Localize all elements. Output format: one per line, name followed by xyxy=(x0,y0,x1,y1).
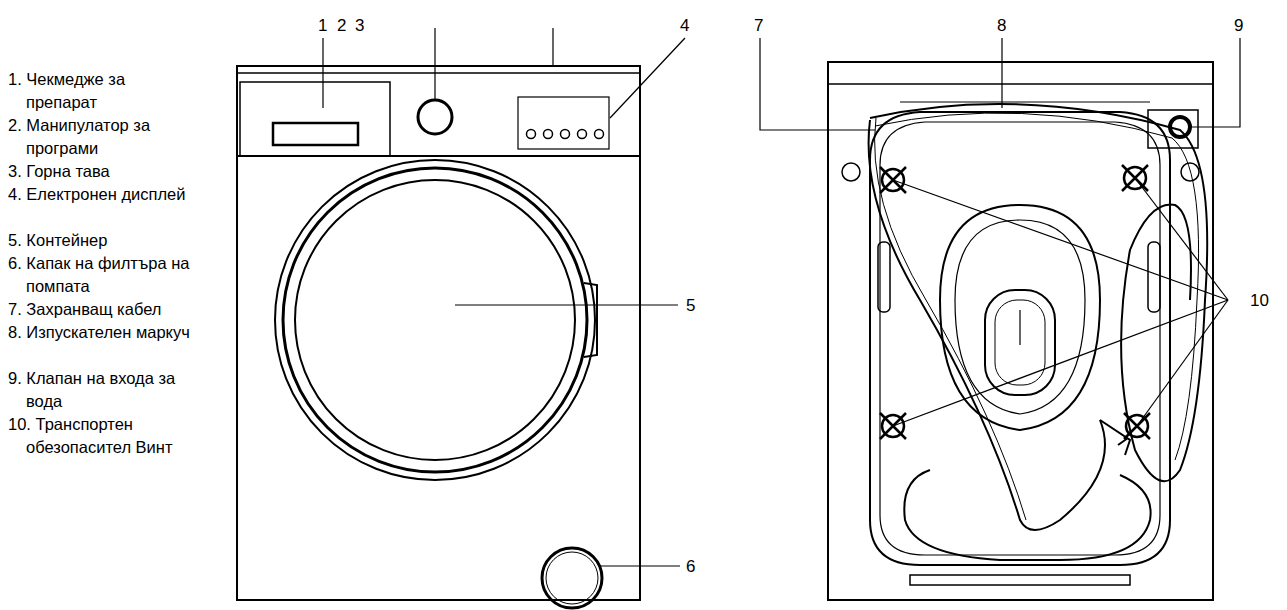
top-strip xyxy=(828,83,1213,85)
detergent-drawer xyxy=(240,82,390,156)
top-rail xyxy=(900,102,1150,103)
part-name: 6. Капак на филтъра на помпата xyxy=(8,252,198,298)
callout-number: 10 xyxy=(1250,289,1269,312)
rear-slot xyxy=(1148,242,1160,312)
machine-body xyxy=(237,66,640,600)
part-name: 8. Изпускателен маркуч xyxy=(8,321,198,344)
display-buttons xyxy=(527,130,604,139)
part-name: 10. Транспортен обезопасител Винт xyxy=(8,413,198,459)
top-edge xyxy=(237,72,640,74)
filter-cover-inner xyxy=(546,552,598,604)
drain-hose xyxy=(870,104,1207,481)
power-cable-edge xyxy=(875,118,1026,520)
rear-slot xyxy=(878,242,890,312)
callout-number: 9 xyxy=(1234,14,1243,37)
back-hole xyxy=(842,163,860,181)
callout-number: 1 xyxy=(318,14,327,37)
callout-number: 2 xyxy=(337,14,346,37)
drum-hub xyxy=(985,290,1055,395)
part-name: 9. Клапан на входа за вода xyxy=(8,367,198,413)
hub-slot xyxy=(1019,310,1020,345)
program-knob xyxy=(418,100,452,134)
power-cable xyxy=(869,120,1105,530)
lower-hose xyxy=(904,470,1150,560)
callout-number: 5 xyxy=(686,294,695,317)
leader-lines xyxy=(760,38,1240,426)
back-body xyxy=(828,62,1213,600)
bottom-slot xyxy=(910,575,1130,585)
callout-number: 4 xyxy=(680,14,689,37)
filter-cover xyxy=(542,548,602,608)
leader-lines xyxy=(323,28,685,566)
callout-number: 7 xyxy=(754,14,763,37)
back-hole xyxy=(1181,163,1199,181)
callout-number: 3 xyxy=(355,14,364,37)
drawer-handle xyxy=(273,123,358,145)
door-ring xyxy=(283,168,587,472)
part-name: 4. Електронен дисплей xyxy=(8,183,198,206)
callout-number: 6 xyxy=(686,555,695,578)
inlet-valve xyxy=(1170,117,1190,137)
door-glass xyxy=(295,180,575,460)
display xyxy=(518,97,609,149)
drum-cover xyxy=(940,205,1100,430)
power-plug xyxy=(1100,420,1130,455)
drum-cover-inner xyxy=(955,220,1085,414)
part-name: 5. Контейнер xyxy=(8,229,198,252)
rear-frame-inner xyxy=(880,122,1160,555)
callout-number: 8 xyxy=(997,14,1006,37)
part-name: 1. Чекмедже за препарат xyxy=(8,68,198,114)
part-name: 3. Горна тава xyxy=(8,160,198,183)
door-outer xyxy=(275,160,595,480)
back-view xyxy=(760,38,1240,600)
part-name: 7. Захранващ кабел xyxy=(8,298,198,321)
front-view xyxy=(237,28,685,608)
part-name: 2. Манипулатор за програми xyxy=(8,114,198,160)
door-handle xyxy=(584,283,597,357)
